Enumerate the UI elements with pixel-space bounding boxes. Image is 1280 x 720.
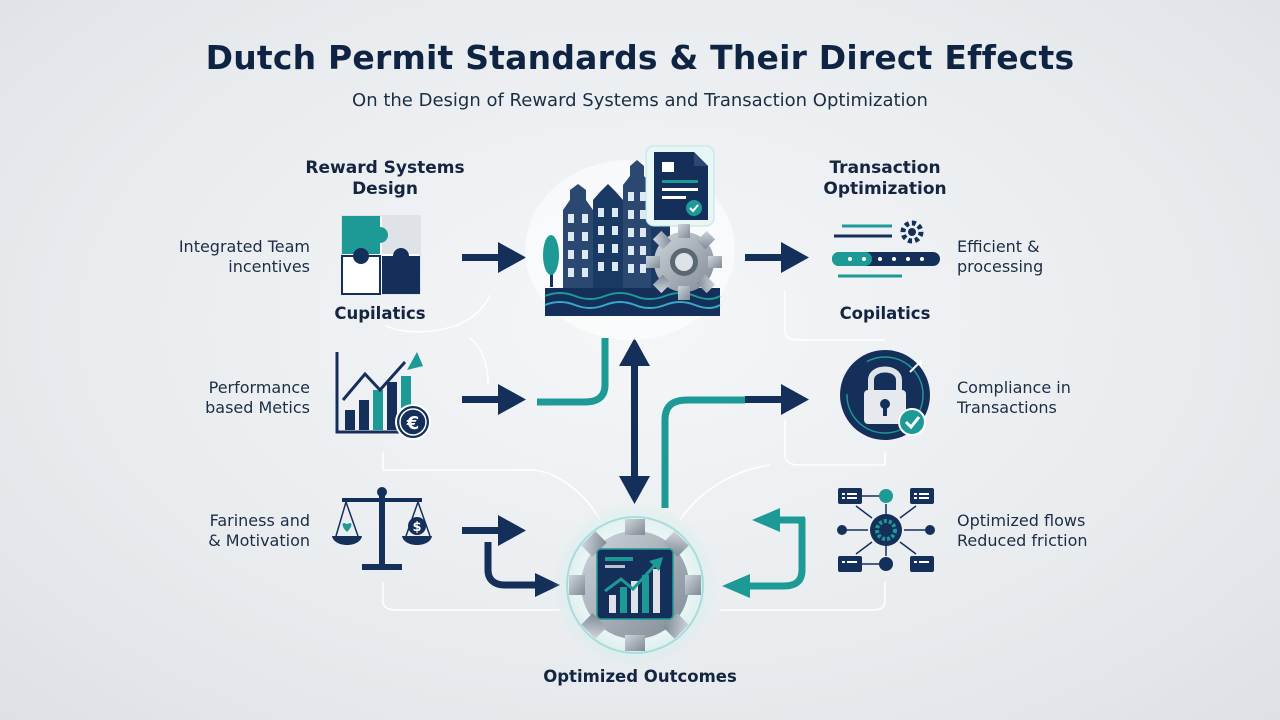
gear-icon xyxy=(646,224,722,300)
gear-growth-chart-icon xyxy=(553,503,717,667)
padlock-check-icon xyxy=(840,350,930,440)
optimized-outcomes-label: Optimized Outcomes xyxy=(543,667,737,686)
svg-text:$: $ xyxy=(412,520,421,535)
page-subtitle: On the Design of Reward Systems and Tran… xyxy=(352,90,928,111)
arrow-right-1 xyxy=(745,242,809,273)
label-performance-metrics: Performance based Metics xyxy=(205,378,310,417)
process-pipeline-icon xyxy=(832,220,940,278)
balance-scale-icon: $ xyxy=(332,487,432,570)
svg-text:€: € xyxy=(406,413,420,434)
label-optimized-flows: Optimized flows Reduced friction xyxy=(957,511,1088,550)
arrow-to-outcomes-left xyxy=(484,542,540,589)
teal-arrowhead-right-3 xyxy=(752,508,780,532)
label-compliance-transactions: Compliance in Transactions xyxy=(957,378,1071,417)
teal-arrowhead-outcomes-right xyxy=(722,574,750,598)
label-integrated-team-incentives: Integrated Team incentives xyxy=(178,237,310,276)
vertical-double-arrow xyxy=(619,338,650,504)
left-caption: Cupilatics xyxy=(334,304,426,323)
arrow-left-1 xyxy=(462,242,526,273)
growth-chart-euro-icon: € xyxy=(335,352,431,440)
label-efficient-processing: Efficient & processing xyxy=(957,237,1044,276)
arrow-left-3 xyxy=(462,515,526,546)
right-column-heading: Transaction Optimization xyxy=(823,158,947,199)
teal-connector-top-left xyxy=(537,338,609,406)
right-arrows xyxy=(745,242,809,415)
puzzle-icon xyxy=(341,215,421,295)
permit-document-icon xyxy=(645,145,715,227)
page-title: Dutch Permit Standards & Their Direct Ef… xyxy=(205,38,1075,77)
arrow-left-2 xyxy=(462,384,526,415)
right-caption: Copilatics xyxy=(839,304,931,323)
thin-connectors xyxy=(382,290,886,611)
left-arrows xyxy=(462,242,526,546)
arrowhead-to-outcomes-left xyxy=(535,573,560,597)
teal-connector-bottom-right xyxy=(661,396,745,508)
label-fairness-motivation: Fariness and & Motivation xyxy=(208,511,310,550)
left-column-heading: Reward Systems Design xyxy=(305,158,465,199)
network-flow-icon xyxy=(837,488,935,572)
arrow-right-2 xyxy=(745,384,809,415)
